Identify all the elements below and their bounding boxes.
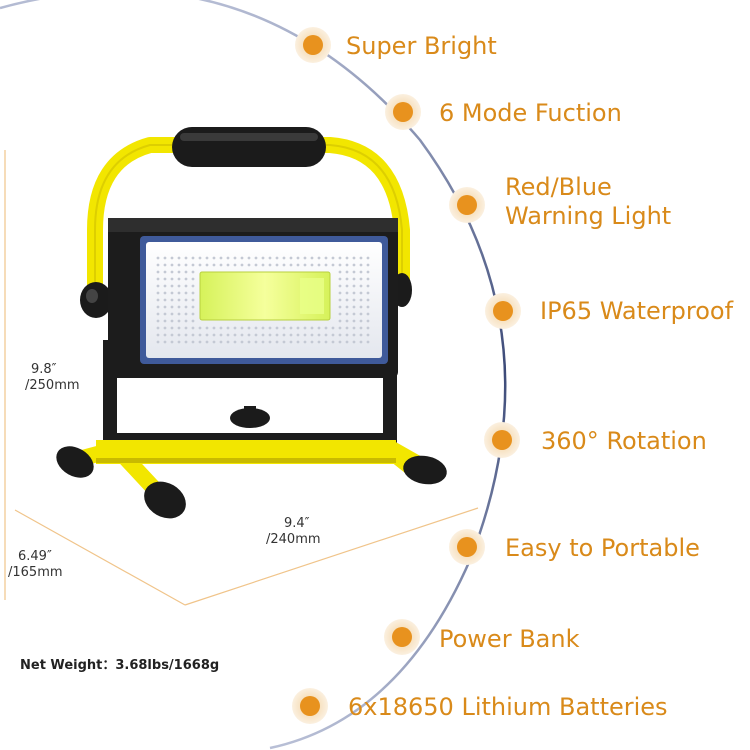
width-inches: 9.4″ (284, 516, 310, 531)
feature-super-bright: Super Bright (346, 32, 497, 60)
height-inches: 9.8″ (31, 362, 57, 377)
width-guide-line (184, 507, 479, 606)
feature-warning-line1: Red/Blue (505, 173, 612, 201)
feature-6-mode: 6 Mode Fuction (439, 99, 622, 127)
decorative-arc (0, 0, 507, 750)
foot-back-right (403, 455, 447, 485)
foot-back-left (56, 446, 94, 478)
depth-guide-line (14, 509, 186, 606)
feature-rotation: 360° Rotation (541, 427, 707, 455)
net-weight: Net Weight：3.68lbs/1668g (20, 658, 220, 673)
feature-batteries: 6x18650 Lithium Batteries (348, 693, 668, 721)
width-mm: /240mm (266, 532, 321, 547)
feature-ip65: IP65 Waterproof (540, 297, 734, 325)
height-mm: /250mm (25, 378, 80, 393)
foot-front-left (144, 481, 186, 519)
feature-dots (292, 27, 521, 724)
feature-warning-line2: Warning Light (505, 202, 672, 230)
cob-led-panel (199, 271, 331, 321)
feature-power-bank: Power Bank (439, 625, 580, 653)
feature-portable: Easy to Portable (505, 534, 700, 562)
depth-inches: 6.49″ (18, 549, 52, 564)
depth-mm: /165mm (8, 565, 63, 580)
